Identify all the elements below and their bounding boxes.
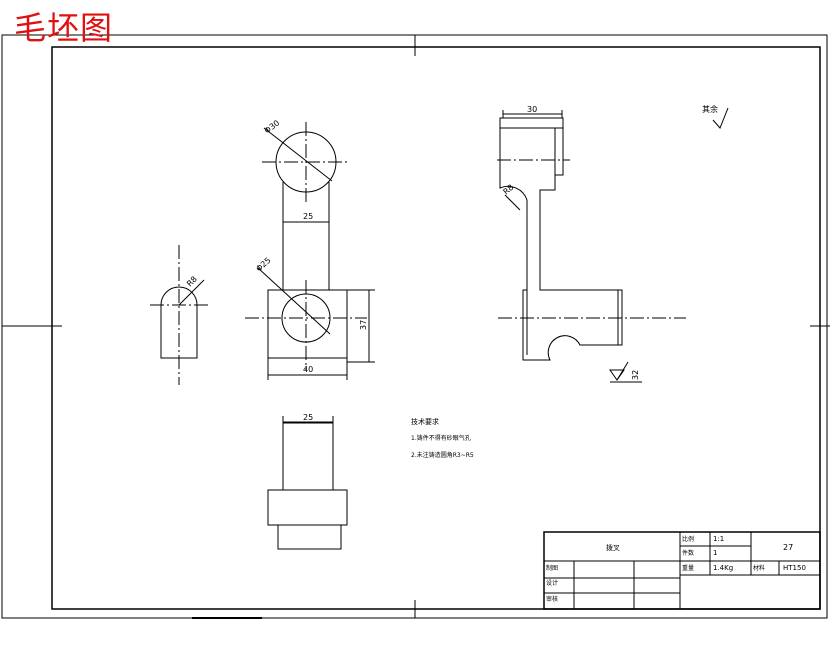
top-view: [267, 416, 348, 550]
tb-drawn-label: 制图: [546, 564, 558, 572]
dim-w25-top: 25: [303, 212, 313, 221]
tb-weight: 1.4Kg: [713, 564, 733, 572]
notes-line2: 2.未注铸造圆角R3~R5: [411, 451, 474, 459]
roughness-value: 32: [631, 370, 640, 380]
dim-w40: 40: [303, 365, 313, 374]
tb-qty-label: 件数: [682, 549, 694, 557]
centering-marks: [2, 35, 830, 618]
stamp-title: 毛坯图: [14, 9, 114, 47]
roughness-symbol: [609, 107, 729, 383]
outer-border: [1, 34, 828, 619]
tb-part-name: 拨叉: [606, 543, 620, 552]
dim-d30: Φ30: [263, 118, 282, 135]
front-view: [245, 122, 375, 380]
notes-title: 技术要求: [411, 417, 439, 426]
tb-qty: 1: [713, 549, 717, 557]
section-view: [150, 245, 210, 385]
title-block-grid: [543, 531, 821, 610]
roughness-other: 其余: [702, 104, 718, 114]
tb-material-label: 材料: [753, 564, 765, 572]
tb-check-label: 审核: [546, 595, 558, 603]
dim-d25: Φ25: [254, 256, 272, 274]
tb-scale-label: 比例: [682, 535, 694, 543]
dim-h37: 37: [359, 320, 368, 330]
inner-border: [51, 46, 821, 610]
tb-drawing-no: 27: [783, 543, 793, 552]
dim-w25-bottom: 25: [303, 413, 313, 422]
side-view: [497, 110, 686, 361]
notes-line1: 1.铸件不得有砂眼气孔: [411, 434, 471, 442]
tb-material: HT150: [783, 564, 806, 572]
dim-r8-side: R8: [502, 183, 516, 197]
dim-w30: 30: [527, 105, 537, 114]
dim-r8: R8: [185, 275, 199, 289]
tb-scale: 1:1: [713, 535, 724, 543]
tb-design-label: 设计: [546, 579, 558, 587]
tb-weight-label: 重量: [682, 564, 694, 572]
